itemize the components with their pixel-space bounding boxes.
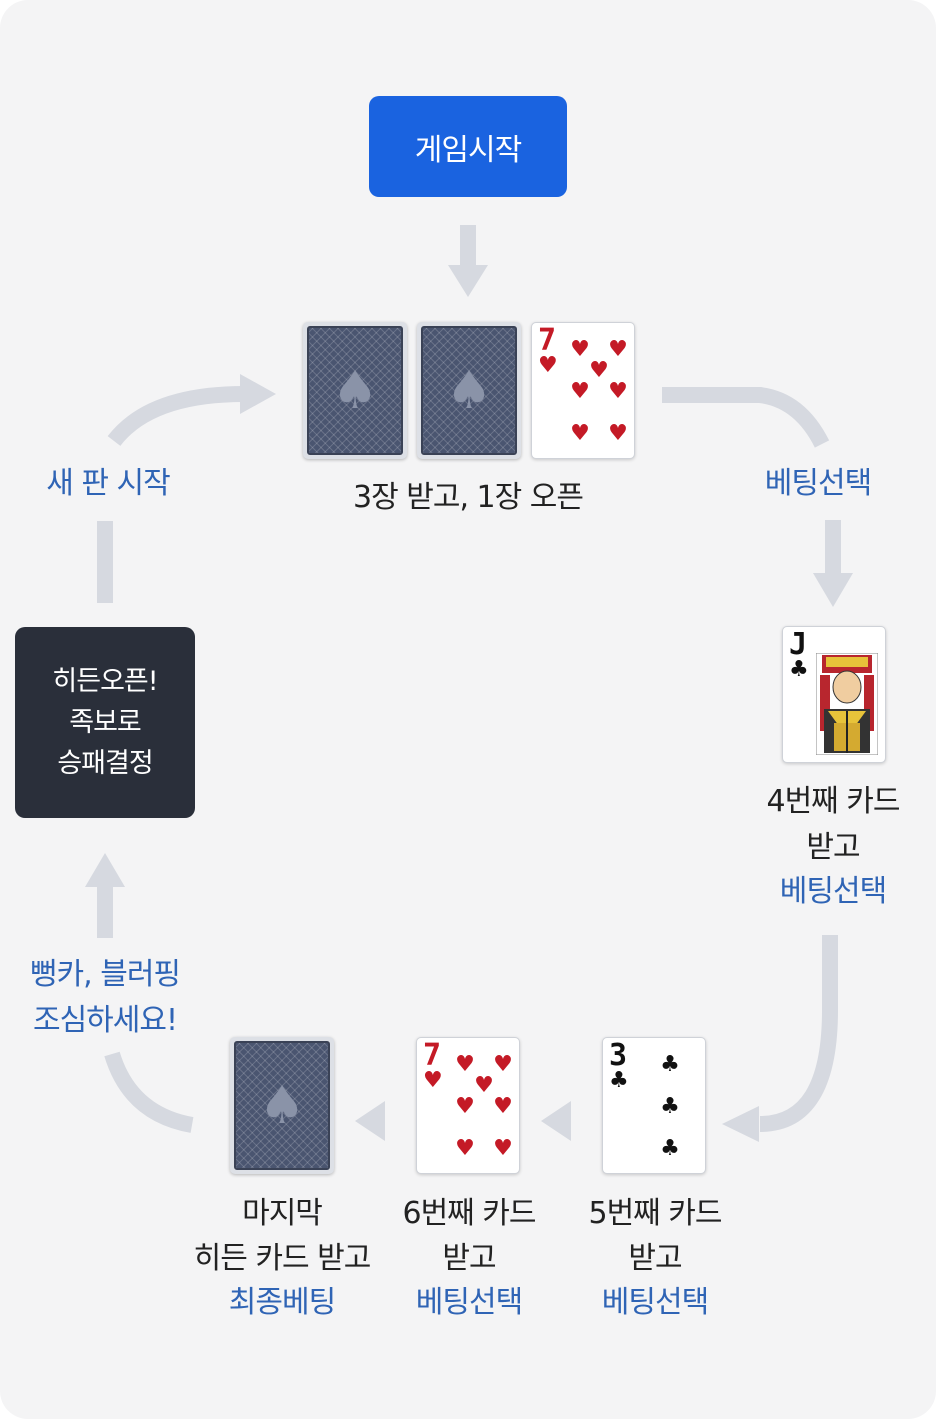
step2-line2: 받고 [806, 830, 860, 865]
heart-icon: ♥ [455, 1094, 475, 1119]
spade-icon: ♠ [421, 326, 517, 455]
arrow-newround-head [240, 374, 276, 414]
step1-label: 3장 받고, 1장 오픈 [353, 480, 584, 515]
heart-icon: ♥ [570, 337, 590, 362]
arrow-left-1 [541, 1101, 571, 1141]
heart-icon: ♥ [474, 1073, 494, 1098]
step3-line1: 5번째 카드 [588, 1196, 722, 1231]
step2-bet: 베팅선택 [779, 874, 887, 909]
heart-icon: ♥ [493, 1094, 513, 1119]
card-rank: 3 [609, 1038, 628, 1073]
result-box: 히든오픈! 족보로 승패결정 [15, 627, 195, 818]
heart-icon: ♥ [608, 421, 628, 446]
club-icon: ♣ [660, 1052, 680, 1077]
step4-line1: 6번째 카드 [402, 1196, 536, 1231]
arrow-topright-curve [662, 387, 830, 448]
result-line2: 족보로 [69, 707, 142, 738]
game-start-button[interactable]: 게임시작 [369, 96, 567, 197]
heart-icon: ♥ [538, 353, 558, 378]
arrow-bottomleft-curve [104, 1051, 194, 1133]
club-icon: ♣ [789, 657, 809, 682]
step2-line1: 4번째 카드 [766, 784, 900, 819]
arrow-right-curve [759, 935, 838, 1132]
step1-bet-label: 베팅선택 [764, 466, 872, 501]
club-icon: ♣ [660, 1094, 680, 1119]
new-round-label: 새 판 시작 [46, 466, 170, 501]
arrow-up-shaft [97, 885, 113, 938]
card-rank: J [789, 627, 808, 662]
arrow-bet-shaft [825, 520, 841, 575]
card-jack-clubs: J ♣ [782, 626, 886, 763]
step4-bet: 베팅선택 [415, 1285, 523, 1320]
heart-icon: ♥ [570, 421, 590, 446]
result-line3: 승패결정 [57, 748, 153, 779]
step3-line2: 받고 [628, 1241, 682, 1276]
card-seven-hearts-2: 7 ♥ ♥ ♥ ♥ ♥ ♥ ♥ ♥ [416, 1037, 520, 1174]
card-seven-hearts: 7 ♥ ♥ ♥ ♥ ♥ ♥ ♥ ♥ [531, 322, 635, 459]
card-three-clubs: 3 ♣ ♣ ♣ ♣ [602, 1037, 706, 1174]
heart-icon: ♥ [423, 1068, 443, 1093]
result-line1: 히든오픈! [52, 666, 158, 697]
arrow-up-head [85, 853, 125, 887]
heart-icon: ♥ [455, 1136, 475, 1161]
club-icon: ♣ [660, 1136, 680, 1161]
step4-line2: 받고 [442, 1241, 496, 1276]
arrow-newround-curve [107, 386, 245, 447]
heart-icon: ♥ [589, 358, 609, 383]
arrow-left-2 [355, 1101, 385, 1141]
card-back-1: ♠ [303, 322, 407, 459]
spade-icon: ♠ [234, 1041, 330, 1170]
arrow-start-shaft [460, 225, 476, 267]
card-back-hidden: ♠ [230, 1037, 334, 1174]
step5-bet: 최종베팅 [228, 1285, 336, 1320]
card-rank: 7 [538, 323, 557, 358]
heart-icon: ♥ [570, 379, 590, 404]
heart-icon: ♥ [493, 1052, 513, 1077]
card-rank: 7 [423, 1038, 442, 1073]
heart-icon: ♥ [608, 379, 628, 404]
arrow-bet-head [813, 573, 853, 607]
tip-line1: 뻥카, 블러핑 [29, 957, 181, 992]
club-icon: ♣ [609, 1068, 629, 1093]
jack-portrait-icon [816, 653, 878, 755]
tip-line2: 조심하세요! [32, 1003, 178, 1038]
heart-icon: ♥ [608, 337, 628, 362]
arrow-newround-shaft [97, 521, 113, 603]
spade-icon: ♠ [307, 326, 403, 455]
step5-line2: 히든 카드 받고 [193, 1241, 372, 1276]
arrow-start-head [448, 265, 488, 297]
step3-bet: 베팅선택 [601, 1285, 709, 1320]
heart-icon: ♥ [455, 1052, 475, 1077]
heart-icon: ♥ [493, 1136, 513, 1161]
card-back-2: ♠ [417, 322, 521, 459]
step5-line1: 마지막 [242, 1196, 323, 1231]
arrow-right-curve-head [722, 1106, 759, 1142]
